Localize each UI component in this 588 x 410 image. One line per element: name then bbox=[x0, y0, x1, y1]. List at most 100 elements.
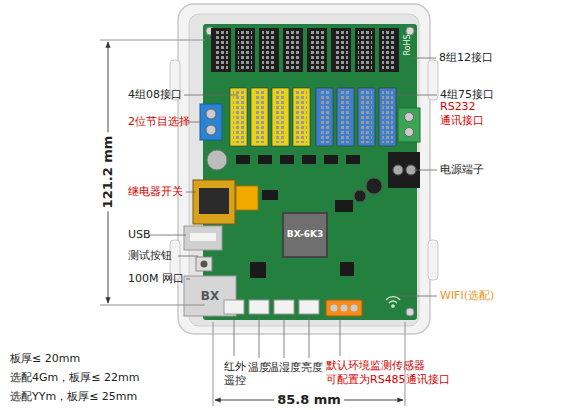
drawing-part bbox=[361, 91, 372, 143]
drawing-part bbox=[178, 4, 430, 334]
drawing-part bbox=[184, 95, 238, 96]
program-select-terminal bbox=[200, 104, 222, 140]
drawing-part bbox=[334, 31, 348, 69]
drawing-part bbox=[238, 31, 252, 69]
callout-label: 红外 遥控 bbox=[224, 360, 250, 388]
drawing-part bbox=[379, 28, 399, 72]
leader-lines bbox=[150, 58, 437, 358]
drawing-part bbox=[398, 108, 420, 142]
drawing-part bbox=[284, 316, 285, 358]
drawing-part bbox=[405, 113, 414, 122]
hub08-headers bbox=[230, 88, 396, 146]
drawing-part bbox=[262, 31, 276, 69]
drawing-part bbox=[199, 188, 229, 214]
callout-label: 85.8 mm bbox=[274, 392, 344, 408]
drawing-part bbox=[236, 155, 250, 164]
drawing-part bbox=[230, 88, 247, 146]
drawing-part bbox=[100, 305, 205, 306]
drawing-part bbox=[280, 155, 294, 164]
drawing-part bbox=[340, 91, 351, 143]
callout-label: BX-6K3 bbox=[287, 229, 323, 240]
callout-label: 8组12接口 bbox=[439, 51, 493, 65]
drawing-part bbox=[196, 257, 212, 271]
drawing-part bbox=[412, 58, 436, 59]
drawing-part bbox=[310, 31, 324, 69]
drawing-part bbox=[224, 300, 244, 314]
callout-label: RoHS bbox=[403, 34, 413, 55]
drawing-part bbox=[358, 88, 375, 146]
callout-label: 4组08接口 bbox=[128, 88, 182, 102]
drawing-part bbox=[258, 155, 272, 164]
drawing-part bbox=[186, 279, 190, 280]
drawing-part bbox=[331, 305, 338, 312]
drawing-part bbox=[354, 190, 366, 202]
drawing-part bbox=[340, 262, 354, 276]
callout-label: RS232 通讯接口 bbox=[440, 100, 510, 128]
callout-label: 板厚≤ 20mm bbox=[10, 352, 80, 366]
drawing-part bbox=[233, 91, 244, 143]
drawing-part bbox=[259, 28, 279, 72]
drawing-part bbox=[184, 226, 222, 250]
drawing-part bbox=[393, 165, 403, 175]
drawing-part bbox=[249, 300, 269, 314]
drawing-part bbox=[207, 150, 227, 170]
drawing-part bbox=[100, 40, 205, 41]
drawing-part bbox=[326, 300, 362, 316]
callout-label: 测试按钮 bbox=[128, 249, 172, 263]
callout-label: 亮度 bbox=[301, 361, 323, 375]
drawing-part bbox=[386, 297, 400, 300]
drawing-part bbox=[331, 28, 351, 72]
drawing-part bbox=[254, 91, 265, 143]
drawing-part bbox=[250, 262, 266, 278]
drawing-part bbox=[236, 186, 258, 210]
drawing-part bbox=[307, 28, 327, 72]
callout-label: 4组75接口 bbox=[440, 88, 494, 102]
drawing-part bbox=[178, 256, 198, 257]
drawing-part bbox=[351, 305, 358, 312]
drawing-part bbox=[309, 316, 310, 358]
drawing-part bbox=[206, 109, 216, 119]
drawing-part bbox=[324, 155, 338, 164]
drawing-part bbox=[406, 308, 414, 316]
drawing-part bbox=[259, 316, 260, 358]
drawing-part bbox=[358, 31, 372, 69]
callout-label: 选配4Gm，板厚≤ 22mm bbox=[10, 371, 139, 385]
drawing-part bbox=[340, 318, 341, 356]
drawing-part bbox=[296, 91, 307, 143]
drawing-part bbox=[283, 213, 327, 257]
test-button bbox=[196, 257, 212, 271]
drawing-part bbox=[214, 31, 228, 69]
callout-label: BX bbox=[201, 289, 219, 304]
drawing-part bbox=[251, 88, 268, 146]
drawing-part bbox=[262, 190, 278, 200]
drawing-part bbox=[213, 322, 214, 406]
drawing-part bbox=[206, 125, 216, 135]
drawing-part bbox=[396, 95, 437, 96]
drawing-part bbox=[392, 305, 394, 307]
drawing-part bbox=[234, 316, 235, 356]
drawing-part bbox=[302, 155, 316, 164]
drawing-part bbox=[193, 180, 235, 224]
callout-label: 继电器开关 bbox=[128, 185, 183, 199]
sensor-connectors bbox=[224, 300, 362, 316]
callout-label: USB bbox=[128, 228, 151, 242]
callout-label: 默认环境监测传感器 可配置为RS485通讯接口 bbox=[326, 359, 476, 387]
drawing-part bbox=[150, 235, 186, 236]
drawing-part bbox=[283, 28, 303, 72]
callout-label: 电源端子 bbox=[440, 163, 484, 177]
drawing-part bbox=[346, 155, 360, 164]
drawing-part bbox=[272, 88, 289, 146]
hub12-headers bbox=[211, 28, 399, 72]
drawing-part bbox=[396, 296, 437, 297]
dimension-lines bbox=[100, 40, 405, 406]
drawing-part bbox=[337, 88, 354, 146]
drawing-part bbox=[341, 305, 348, 312]
wifi-icon bbox=[386, 297, 400, 308]
callout-label: 100M 网口 bbox=[128, 272, 184, 286]
drawing-part bbox=[186, 192, 196, 193]
drawing-part bbox=[235, 28, 255, 72]
drawing-part bbox=[406, 27, 414, 35]
drawing-part bbox=[316, 88, 333, 146]
rs232-terminal bbox=[398, 108, 420, 142]
